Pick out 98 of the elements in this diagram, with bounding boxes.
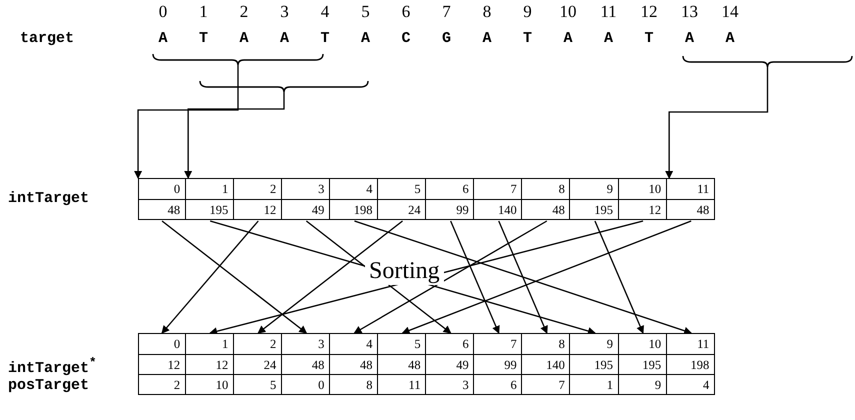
table-column xyxy=(521,333,571,395)
table-column xyxy=(569,178,619,220)
table-cell-text: 8 xyxy=(558,181,566,198)
table-column xyxy=(425,178,475,220)
table-column xyxy=(425,333,475,395)
index-number: 6 xyxy=(400,2,412,22)
table-cell-text: 10 xyxy=(648,336,662,353)
arrow xyxy=(162,220,308,334)
base-letter: A xyxy=(360,30,371,47)
table-cell-text: 10 xyxy=(648,181,662,198)
base-letter: A xyxy=(562,30,574,47)
table-cell-text: 6 xyxy=(461,336,470,353)
arrow xyxy=(665,67,768,179)
table-cell: 48 xyxy=(666,199,714,219)
table-cell-text: 3 xyxy=(317,336,326,353)
base-letter: A xyxy=(684,30,695,47)
base-letter: A xyxy=(157,30,168,47)
base-letter: G xyxy=(440,30,452,47)
table-column xyxy=(328,333,378,395)
curly-brace xyxy=(152,54,324,66)
table-cell: 4 xyxy=(666,374,714,394)
table-column xyxy=(618,178,668,220)
table-cell-text: 7 xyxy=(510,336,518,353)
table-column xyxy=(521,178,571,220)
table-cell-text: 11 xyxy=(696,336,710,353)
table-column xyxy=(377,333,427,395)
table-cell-text: 9 xyxy=(606,181,614,198)
index-number: 9 xyxy=(522,2,533,22)
row-label: intTarget$^{*}$ xyxy=(8,356,97,377)
table-column xyxy=(473,178,523,220)
index-number: 14 xyxy=(720,2,740,22)
index-number: 12 xyxy=(640,2,658,22)
base-letter: T xyxy=(522,30,533,47)
table-cell-text: 0 xyxy=(172,336,182,353)
index-number: 10 xyxy=(558,2,578,22)
arrow xyxy=(354,220,548,334)
table-column xyxy=(377,178,427,220)
table-column xyxy=(232,333,282,395)
table-column xyxy=(618,333,668,395)
table-column xyxy=(184,178,234,220)
table-cell-text: 2 xyxy=(269,336,278,353)
table-column xyxy=(138,178,186,220)
table-cell-text: 7 xyxy=(510,181,518,198)
index-number: 11 xyxy=(599,2,618,22)
table-cell-text: 6 xyxy=(461,181,470,198)
index-number: 13 xyxy=(680,2,699,22)
table-column xyxy=(232,178,282,220)
table-cell: 198 xyxy=(666,354,714,374)
arrow xyxy=(498,220,548,334)
table-cell-text: 5 xyxy=(413,336,422,353)
table-cell-text: 0 xyxy=(172,181,182,198)
table-column xyxy=(280,178,330,220)
arrow xyxy=(184,92,285,179)
base-letter: A xyxy=(278,30,290,47)
table-column xyxy=(138,333,186,395)
table-cell-text: 9 xyxy=(606,336,614,353)
base-letter: T xyxy=(319,30,330,47)
table-cell-text: 2 xyxy=(269,181,278,198)
table-cell-text: 5 xyxy=(413,181,422,198)
base-letter: A xyxy=(238,30,250,47)
base-letter: A xyxy=(481,30,492,47)
base-letter: T xyxy=(643,30,654,47)
table-cell-text: 4 xyxy=(365,181,374,198)
table-cell-text: 4 xyxy=(365,336,374,353)
table-column xyxy=(473,333,523,395)
index-number: 7 xyxy=(441,2,452,22)
arrow xyxy=(257,220,403,334)
arrow xyxy=(450,220,500,334)
table-cell-text: 1 xyxy=(220,336,230,353)
row-label: target xyxy=(20,30,74,47)
base-letter: T xyxy=(198,30,209,47)
table-column xyxy=(666,178,716,220)
base-letter: A xyxy=(724,30,736,47)
index-number: 0 xyxy=(158,2,168,22)
index-number: 2 xyxy=(238,2,250,22)
index-number: 1 xyxy=(198,2,209,22)
index-number: 4 xyxy=(320,2,330,22)
index-number: 3 xyxy=(279,2,290,22)
arrow xyxy=(594,220,644,334)
table-column xyxy=(184,333,234,395)
row-label: intTarget xyxy=(8,190,90,207)
table-column xyxy=(280,333,330,395)
arrow xyxy=(134,65,239,179)
curly-brace xyxy=(199,80,369,93)
table-cell-text: 3 xyxy=(317,181,326,198)
table-cell-text: 11 xyxy=(696,181,710,198)
index-number: 8 xyxy=(482,2,492,22)
table-column xyxy=(569,333,619,395)
table-cell-text: 1 xyxy=(220,181,230,198)
curly-brace xyxy=(682,56,853,68)
base-letter: A xyxy=(602,30,614,47)
table-column xyxy=(666,333,716,395)
row-label: posTarget xyxy=(8,377,90,394)
base-letter: C xyxy=(400,30,412,47)
table-column xyxy=(328,178,378,220)
arrow xyxy=(161,220,259,334)
table-cell-text: 8 xyxy=(558,336,566,353)
index-number: 5 xyxy=(360,2,371,22)
